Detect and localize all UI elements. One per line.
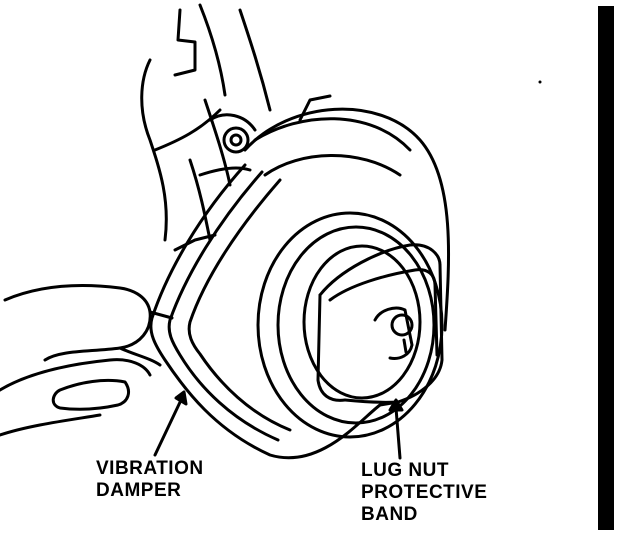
vibration-damper-label-line2: DAMPER: [96, 480, 182, 501]
vibration-damper-leader: [153, 396, 184, 457]
hand: [0, 284, 174, 437]
suspension-strut: [140, 3, 272, 252]
speck: [538, 80, 542, 84]
lug-nut-band-label-line2: PROTECTIVE: [361, 482, 488, 503]
lug-nut-band-arrowhead: [388, 398, 404, 412]
lug-nut-band-leader: [394, 406, 402, 460]
lug-nut-band-label-line3: BAND: [361, 504, 418, 525]
lug-nut-protective-band: [316, 243, 444, 407]
callout-leaders: [153, 390, 404, 460]
vibration-damper-label: VIBRATION DAMPER: [96, 458, 204, 502]
brake-rotor-disc: [243, 94, 451, 332]
lug-nut-protective-band-label: LUG NUT PROTECTIVE BAND: [361, 460, 487, 526]
scan-edge-bar: [598, 6, 614, 530]
wheel-hub: [256, 211, 444, 439]
vibration-damper-label-line1: VIBRATION: [96, 458, 204, 479]
vibration-damper-arrowhead: [174, 390, 188, 406]
vibration-damper-band: [149, 163, 382, 460]
lug-nut-band-label-line1: LUG NUT: [361, 460, 449, 481]
